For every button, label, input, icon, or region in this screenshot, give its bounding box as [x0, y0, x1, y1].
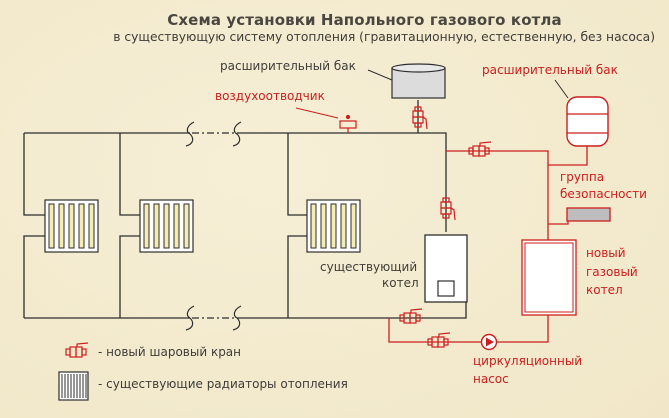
new-boiler-icon — [521, 239, 577, 316]
label-new-expansion-tank: расширительный бак — [482, 63, 618, 77]
label-old-expansion-tank: расширительный бак — [220, 59, 356, 73]
pipe-break-bottom — [185, 305, 242, 331]
ball-valve-new-return — [427, 332, 451, 348]
ball-valve-old-boiler-supply — [440, 197, 456, 221]
label-pump-2: насос — [473, 372, 509, 386]
ball-valve-old-boiler-return — [399, 308, 423, 324]
pipe-break-top — [185, 121, 242, 147]
page-subtitle: в существующую систему отопления (гравит… — [113, 30, 655, 44]
ball-valve-icon — [65, 342, 89, 358]
radiator-3 — [306, 199, 361, 253]
label-pump-1: циркуляционный — [473, 354, 583, 368]
label-air-vent: воздухоотводчик — [215, 89, 325, 103]
circulation-pump-icon — [480, 333, 498, 351]
new-pipes — [388, 145, 588, 343]
ball-valve-old-tank — [412, 106, 428, 130]
label-existing-boiler-2: котел — [382, 276, 419, 290]
ball-valve-supply — [468, 141, 492, 157]
label-safety-group-2: безопасности — [560, 187, 647, 201]
existing-boiler-icon — [424, 234, 468, 303]
label-safety-group-1: группа — [560, 170, 605, 184]
legend-ball-valve-text: - новый шаровый кран — [98, 345, 242, 359]
label-new-boiler-1: новый — [586, 246, 626, 260]
label-existing-boiler-1: существующий — [320, 260, 418, 274]
legend-radiator-text: - существующие радиаторы отопления — [98, 377, 348, 391]
radiator-2 — [139, 199, 194, 253]
safety-group-icon — [566, 207, 611, 222]
air-vent-icon — [339, 114, 357, 133]
page-title: Схема установки Напольного газового котл… — [167, 11, 562, 29]
radiator-1 — [44, 199, 99, 253]
old-expansion-tank-icon — [391, 63, 446, 99]
new-expansion-tank-icon — [566, 96, 609, 147]
label-new-boiler-2: газовый — [586, 265, 638, 279]
radiator-icon — [58, 371, 89, 401]
label-new-boiler-3: котел — [586, 283, 623, 297]
